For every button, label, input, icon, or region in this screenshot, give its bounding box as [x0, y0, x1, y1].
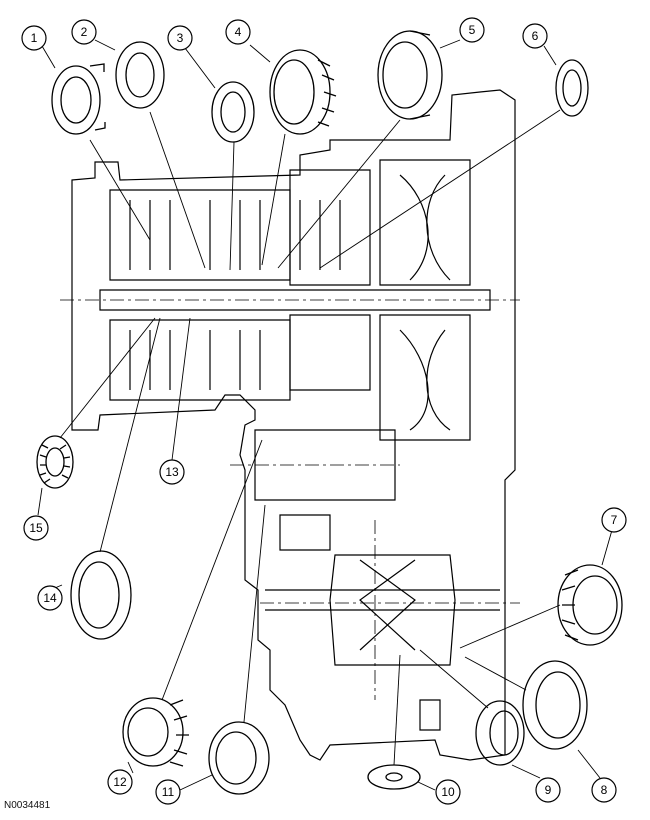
callout-label: 10: [441, 785, 455, 799]
callout-15: 15: [23, 515, 49, 541]
part-12-tapered-roller-bearing: [122, 697, 189, 767]
callout-12: 12: [107, 769, 133, 795]
callout-label: 6: [532, 29, 539, 43]
callout-7: 7: [601, 507, 627, 533]
part-7-tapered-roller-bearing: [557, 564, 623, 646]
callout-8: 8: [591, 777, 617, 803]
callout-label: 13: [165, 465, 179, 479]
callout-label: 15: [29, 521, 43, 535]
callout-6: 6: [522, 23, 548, 49]
callout-label: 12: [113, 775, 127, 789]
part-2-thrust-washer: [115, 41, 165, 109]
part-10-shim: [367, 764, 421, 790]
callout-11: 11: [155, 779, 181, 805]
callout-label: 9: [545, 783, 552, 797]
main-shaft: [99, 289, 491, 311]
callout-label: 5: [469, 23, 476, 37]
callout-label: 3: [177, 31, 184, 45]
centerlines: [60, 299, 520, 700]
callout-2: 2: [71, 19, 97, 45]
part-11-bearing-cup: [208, 721, 270, 795]
callout-10: 10: [435, 779, 461, 805]
callout-3: 3: [167, 25, 193, 51]
part-14-bearing-cup: [70, 550, 132, 640]
part-8-bearing-cup: [522, 660, 588, 750]
part-9-seal: [475, 700, 525, 766]
callout-label: 1: [31, 31, 38, 45]
callout-4: 4: [225, 19, 251, 45]
part-5-bearing-cup: [377, 30, 443, 120]
callout-label: 4: [235, 25, 242, 39]
transaxle-cross-section: [71, 89, 516, 761]
callout-label: 11: [162, 785, 175, 799]
bearing-parts: [36, 30, 623, 795]
callout-13: 13: [159, 459, 185, 485]
callout-label: 8: [601, 783, 608, 797]
part-15-needle-bearing: [36, 435, 74, 489]
part-1-thrust-washer: [51, 63, 106, 135]
part-6-shim: [555, 59, 589, 117]
leader-lines: [37, 39, 613, 791]
callout-label: 14: [43, 591, 57, 605]
callout-label: 2: [81, 25, 88, 39]
callout-14: 14: [37, 585, 63, 611]
figure-id: N0034481: [4, 800, 51, 811]
callout-1: 1: [21, 25, 47, 51]
callout-5: 5: [459, 17, 485, 43]
callout-9: 9: [535, 777, 561, 803]
callout-label: 7: [611, 513, 618, 527]
part-3-thrust-washer: [211, 81, 255, 143]
part-4-tapered-roller-bearing: [269, 49, 337, 135]
